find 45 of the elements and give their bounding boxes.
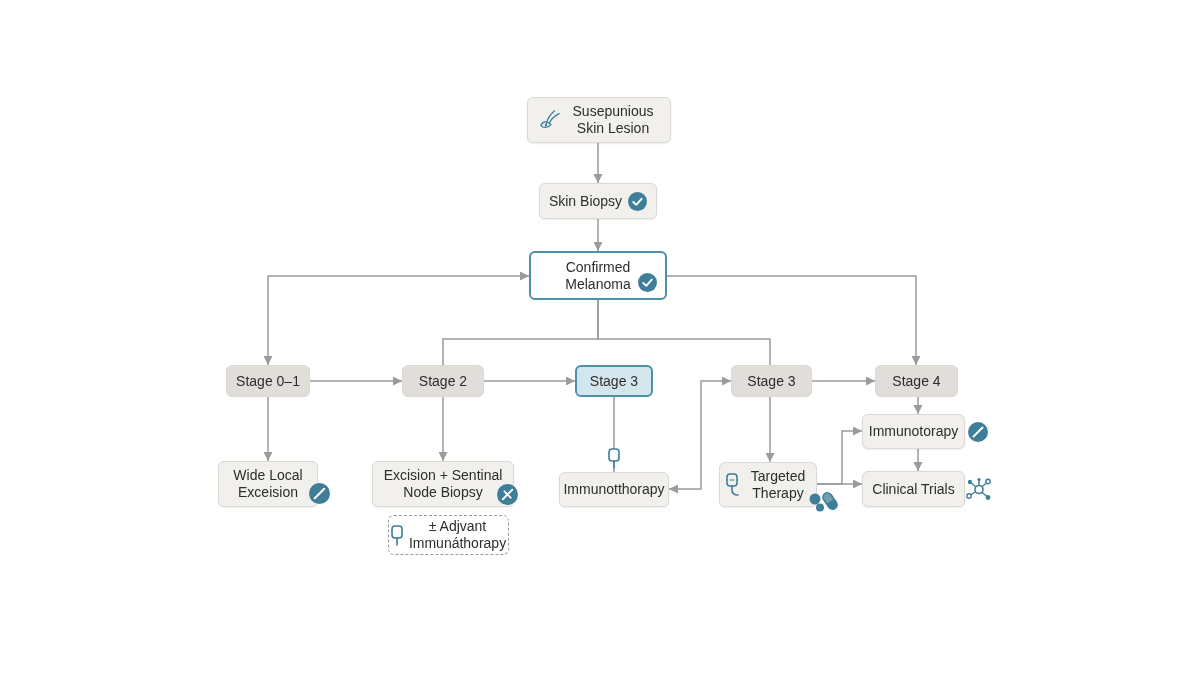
arrow [593,218,603,252]
arrow [666,275,921,366]
node-label: Skin Biopsy [548,192,623,210]
arrow [309,376,403,386]
arrow [263,396,273,462]
node-label: Stage 3 [589,372,639,390]
arrow [483,376,576,386]
node-label: Wide Local Exceision [232,467,304,501]
process-box [862,471,965,507]
arrow [765,396,775,463]
arrow [816,479,863,489]
arrow [913,448,923,472]
arrow [811,376,876,386]
node-label: Stage 4 [892,372,941,390]
node-label: Stage 3 [747,372,796,390]
node-label: Stage 0–1 [236,372,300,390]
arrow [913,396,923,415]
process-box [559,472,669,507]
arrow [438,396,448,462]
node-label: ± Adjvant Immunáthorapy [408,518,507,552]
node-label: Immunotthorapy [563,481,665,498]
stage-box [875,365,958,397]
node-label: Susepunious Skin Lesion [571,103,655,137]
node-label: Confirmed Melanoma [564,258,632,293]
arrow [263,271,530,366]
stage-box [226,365,310,397]
stage-box [575,365,653,397]
node-label: Immunotorapy [868,423,959,440]
stage-box [731,365,812,397]
note-box [388,515,509,555]
process-box [372,461,514,507]
node-label: Excision + Sentinal Node Biopsy [382,467,504,501]
node-label: Targeted Therapy [749,467,807,502]
stage-box [402,365,484,397]
process-box [218,461,318,507]
node-label: Clinical Trials [872,480,955,498]
process-box [529,251,667,300]
process-box [539,183,657,219]
process-box [527,97,671,143]
node-label: Stage 2 [418,372,468,390]
arrow [593,142,603,184]
connector-line [597,299,771,366]
process-box [719,462,817,507]
process-box [862,414,965,449]
arrow [668,376,732,494]
